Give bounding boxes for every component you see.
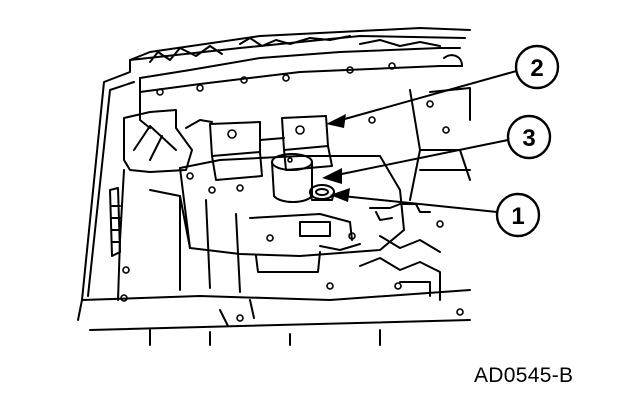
leader-line-1 <box>341 195 498 213</box>
valve-body-plate <box>139 35 471 201</box>
solenoid-pair <box>209 115 333 181</box>
callout-2-number: 2 <box>530 55 543 82</box>
transmission-housing <box>77 27 471 346</box>
sensor-ring <box>309 184 335 201</box>
leader-line-3 <box>331 139 509 177</box>
valve-body-block <box>149 155 441 327</box>
arrowhead-1 <box>330 188 350 202</box>
figure-id: AD0545-B <box>474 364 574 387</box>
callout-3: 3 <box>506 114 552 160</box>
callout-1-number: 1 <box>511 203 524 230</box>
leader-line-2 <box>333 69 521 123</box>
callout-2: 2 <box>514 44 560 90</box>
leader-lines <box>331 69 521 213</box>
left-bracket <box>109 109 213 301</box>
solenoid-cylinder <box>271 153 313 203</box>
bolt-holes <box>120 62 464 322</box>
arrowhead-2 <box>326 114 346 128</box>
arrowhead-3 <box>322 168 342 184</box>
callout-1: 1 <box>495 192 541 238</box>
wire-connector <box>369 203 431 221</box>
callout-3-number: 3 <box>522 125 535 152</box>
